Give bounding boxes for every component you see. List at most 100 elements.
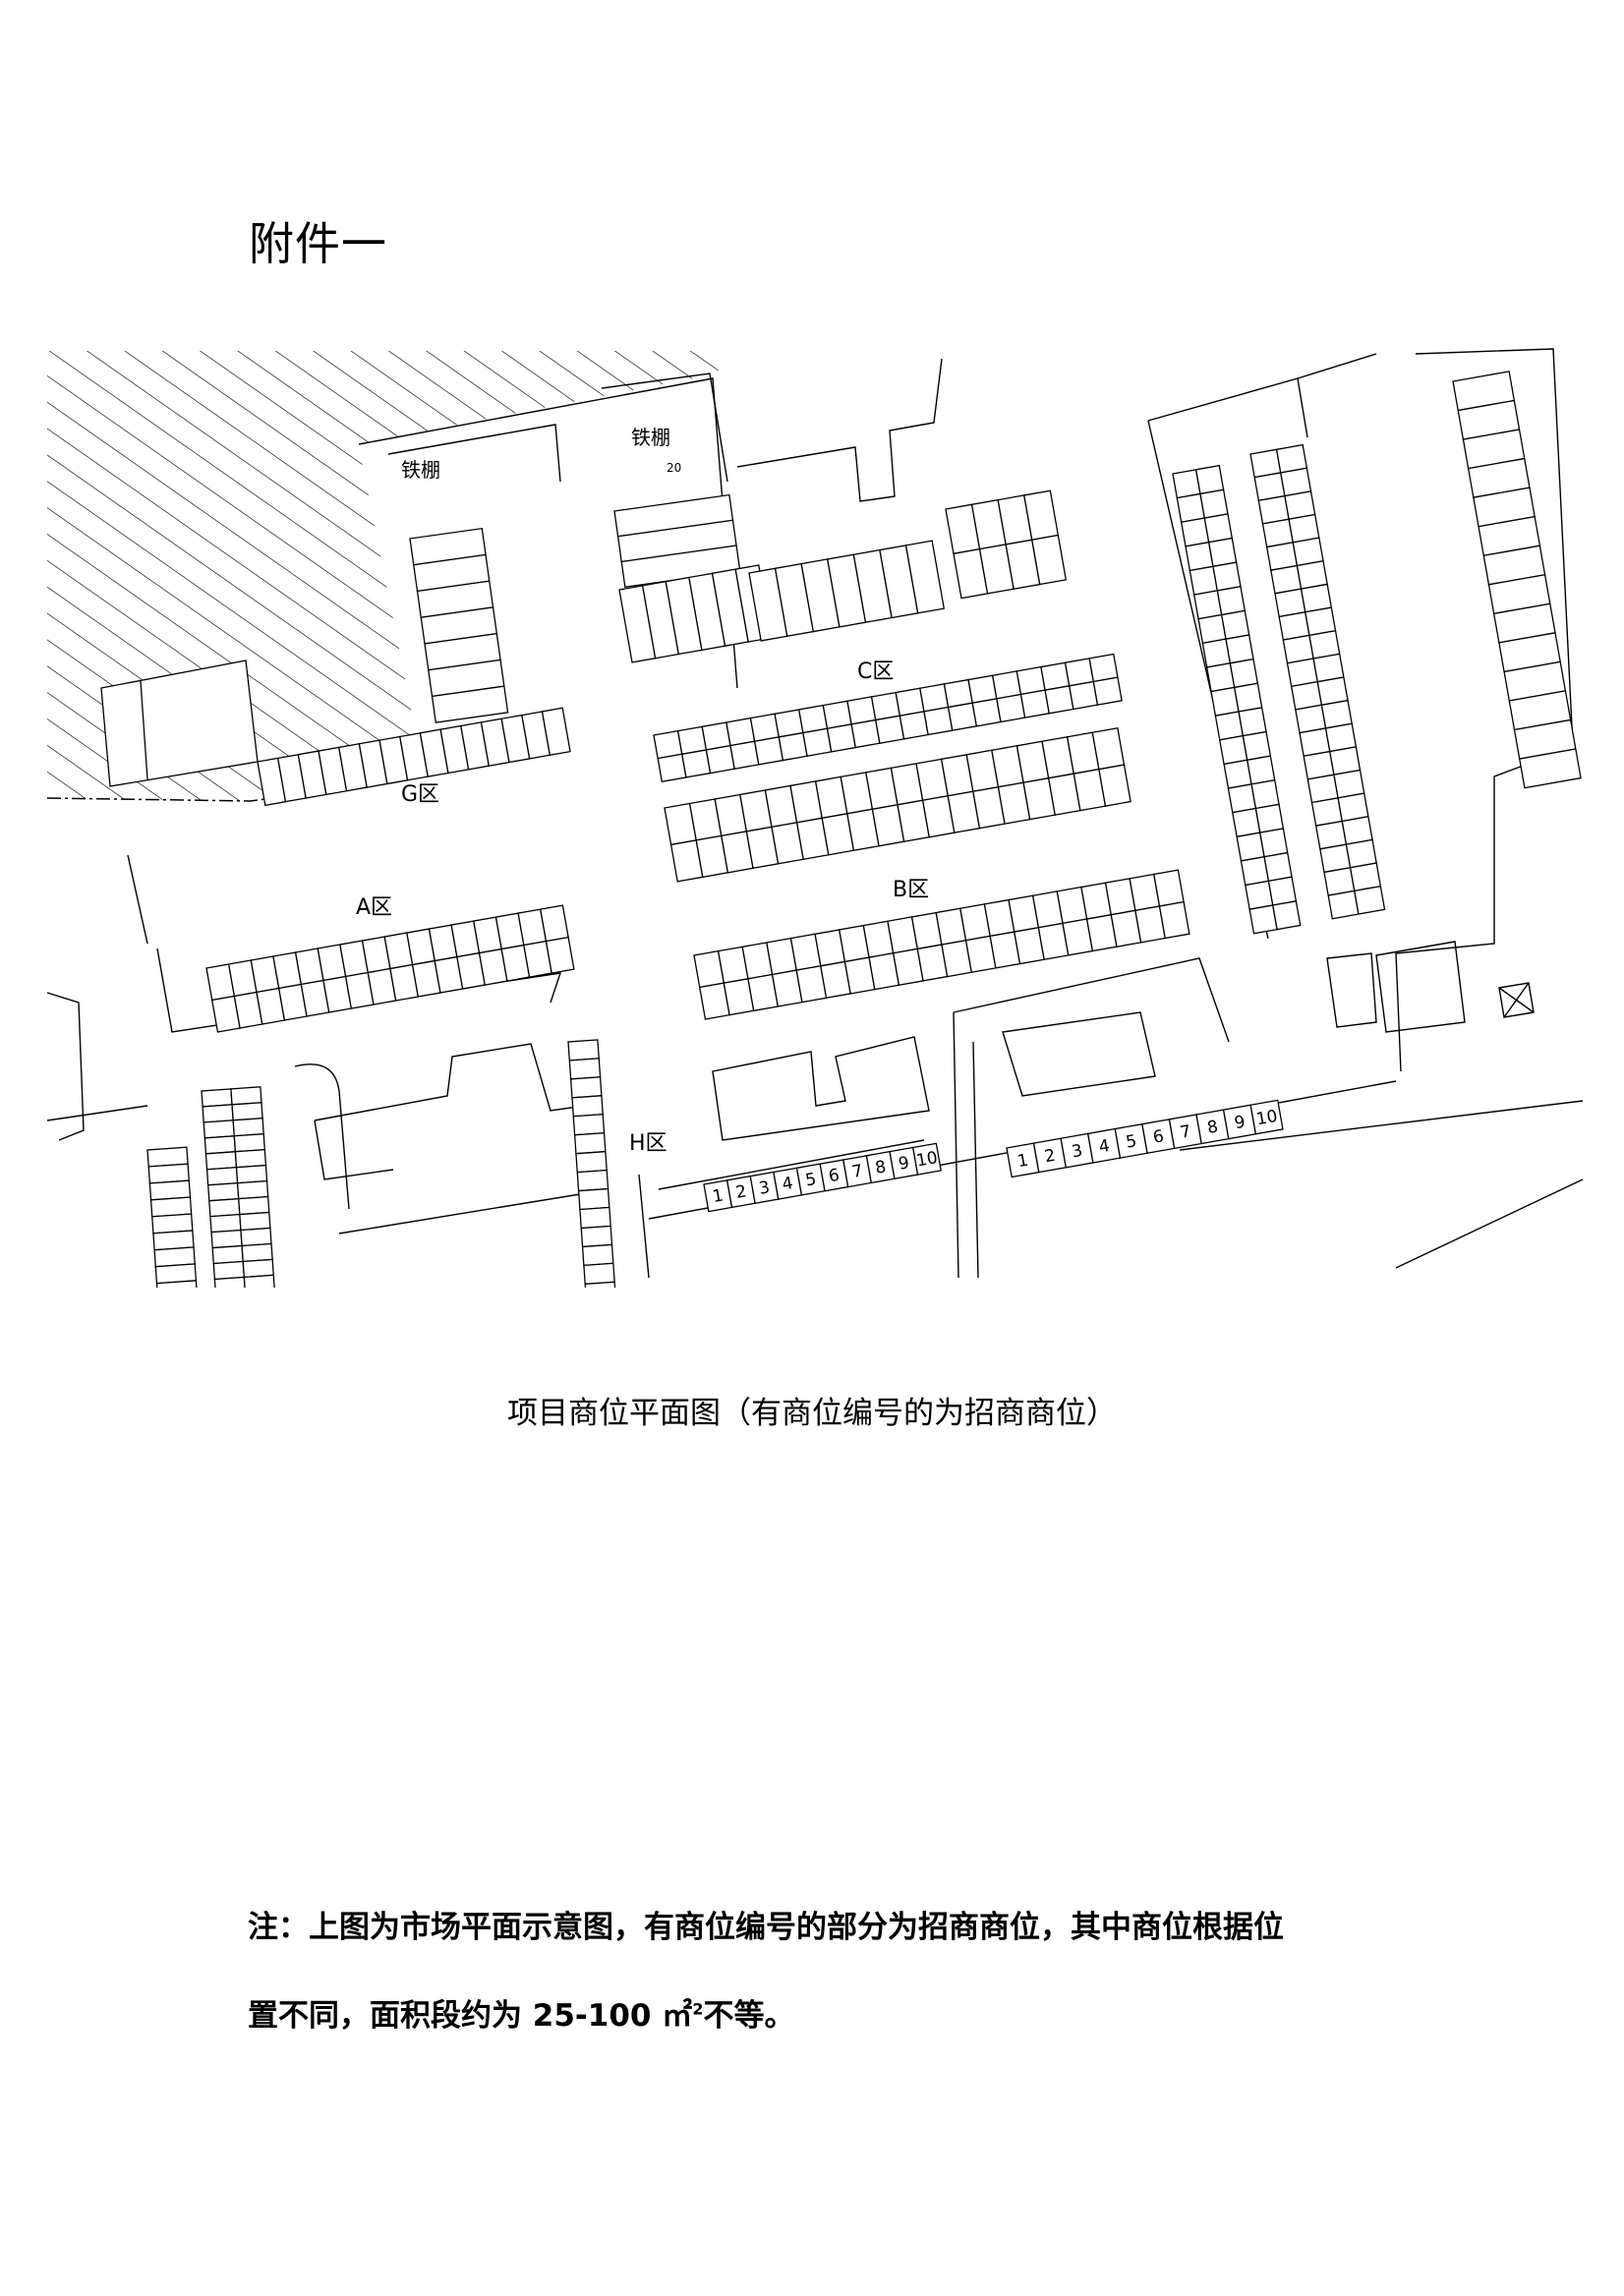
stall-cell bbox=[1249, 1099, 1284, 1135]
stall-cell bbox=[1092, 676, 1123, 706]
stall-grid-c-lower bbox=[664, 726, 1131, 883]
stall-number: 5 bbox=[804, 1170, 818, 1191]
stall-number: 8 bbox=[1206, 1118, 1220, 1139]
stall-cell bbox=[1229, 658, 1259, 689]
stall-cell bbox=[203, 1119, 235, 1139]
plan-outline bbox=[658, 1139, 925, 1190]
stall-number: 10 bbox=[915, 1148, 940, 1171]
plan-outline bbox=[1147, 377, 1308, 438]
stall-number: 4 bbox=[781, 1174, 794, 1195]
plan-outline bbox=[1179, 1100, 1584, 1151]
stall-number: 1 bbox=[1015, 1151, 1029, 1173]
stall-grid-a bbox=[205, 904, 575, 1033]
stall-number: 2 bbox=[734, 1181, 748, 1203]
stall-cell bbox=[1246, 755, 1276, 785]
plan-outline bbox=[972, 1041, 979, 1279]
stall-grid-g bbox=[257, 707, 571, 807]
stall-cell bbox=[571, 1095, 604, 1118]
stall-cell bbox=[236, 1179, 269, 1200]
plan-outline bbox=[46, 1105, 148, 1121]
stall-cell bbox=[541, 707, 571, 757]
stall-cell bbox=[240, 1227, 272, 1247]
stall-number: 7 bbox=[850, 1162, 864, 1183]
stall-cell bbox=[1327, 890, 1360, 920]
stall-cell bbox=[212, 1260, 246, 1281]
stall-cell bbox=[211, 1244, 244, 1265]
stall-cell bbox=[209, 1213, 242, 1234]
dimension-20: 20 bbox=[667, 461, 681, 475]
stall-cell bbox=[567, 1039, 600, 1062]
stall-grid-d-middle bbox=[748, 540, 946, 642]
plan-outline bbox=[712, 1036, 930, 1141]
stall-cell bbox=[911, 1142, 942, 1176]
stall-grid-d-vertical bbox=[618, 564, 773, 663]
stall-cell bbox=[568, 1058, 602, 1080]
stall-cell bbox=[235, 1164, 268, 1184]
plan-caption: 项目商位平面图（有商位编号的为招商商位） bbox=[507, 1396, 1117, 1431]
stall-number: 1 bbox=[711, 1186, 725, 1208]
stall-cell bbox=[1238, 707, 1267, 737]
zone-label-b: B区 bbox=[893, 878, 929, 902]
stall-cell bbox=[233, 1133, 266, 1153]
stall-cell bbox=[576, 1169, 609, 1192]
stall-number: 8 bbox=[874, 1157, 888, 1178]
stall-grid-b bbox=[693, 869, 1190, 1020]
stall-cell bbox=[431, 685, 509, 723]
stall-cell bbox=[577, 1187, 610, 1211]
stall-cell bbox=[575, 1150, 608, 1174]
stall-cell bbox=[1098, 764, 1131, 807]
stall-cell bbox=[231, 1102, 263, 1121]
stall-cell bbox=[729, 740, 760, 771]
stall-cell bbox=[753, 736, 784, 766]
stall-cell bbox=[232, 1118, 264, 1137]
stall-cell bbox=[1220, 609, 1250, 640]
stall-cell bbox=[203, 1135, 237, 1155]
stall-cell bbox=[850, 718, 881, 749]
stall-grid-e bbox=[1172, 464, 1302, 935]
stall-cell bbox=[579, 1206, 611, 1230]
stall-cell bbox=[904, 540, 946, 614]
stall-cell bbox=[540, 904, 569, 943]
stall-cell bbox=[242, 1258, 274, 1279]
stall-grid-h bbox=[567, 1039, 617, 1288]
stall-cell bbox=[230, 1086, 262, 1106]
plan-outline bbox=[387, 424, 561, 483]
plan-outline bbox=[314, 1119, 394, 1180]
plan-outline bbox=[1498, 982, 1535, 1018]
stall-cell bbox=[580, 1225, 613, 1248]
note-line-1: 注：上图为市场平面示意图，有商位编号的部分为招商商位，其中商位根据位 bbox=[248, 1910, 1284, 1945]
stall-grid-c-upper bbox=[653, 653, 1123, 783]
stall-cell bbox=[1225, 634, 1254, 664]
stall-cell bbox=[1267, 876, 1298, 906]
plan-outline bbox=[1395, 1178, 1584, 1269]
stall-cell bbox=[874, 715, 905, 744]
plan-outline bbox=[46, 992, 85, 1141]
stall-cell bbox=[826, 723, 857, 753]
stall-cell bbox=[584, 1281, 617, 1288]
stall-cell bbox=[207, 1181, 240, 1202]
stall-cell bbox=[705, 744, 735, 775]
plan-outline bbox=[638, 1174, 650, 1279]
plan-outline bbox=[1297, 353, 1377, 379]
shed-label-left: 铁棚 bbox=[401, 458, 440, 482]
zone-label-g: G区 bbox=[401, 782, 439, 807]
superscript-2: 2 bbox=[692, 1999, 704, 2019]
parking-grid-mid bbox=[201, 1086, 276, 1288]
stall-cell bbox=[545, 936, 575, 974]
hatched-restricted-area bbox=[46, 351, 723, 802]
stall-number: 6 bbox=[827, 1166, 841, 1187]
stall-cell bbox=[583, 1262, 615, 1286]
stall-cell bbox=[1091, 726, 1126, 771]
stall-cell bbox=[1158, 900, 1190, 940]
stall-cell bbox=[681, 749, 712, 778]
stall-cell bbox=[573, 1131, 607, 1155]
stall-grid-d-left bbox=[409, 527, 509, 723]
plan-outline bbox=[314, 1043, 591, 1121]
stall-cell bbox=[899, 711, 929, 740]
zone-label-a: A区 bbox=[356, 895, 392, 920]
note-line-2-prefix: 置不同，面积段约为 25-100 ㎡ bbox=[248, 1998, 693, 2034]
stall-cell bbox=[202, 1104, 234, 1123]
plan-outline bbox=[1395, 348, 1574, 1072]
stall-number: 4 bbox=[1097, 1136, 1111, 1158]
